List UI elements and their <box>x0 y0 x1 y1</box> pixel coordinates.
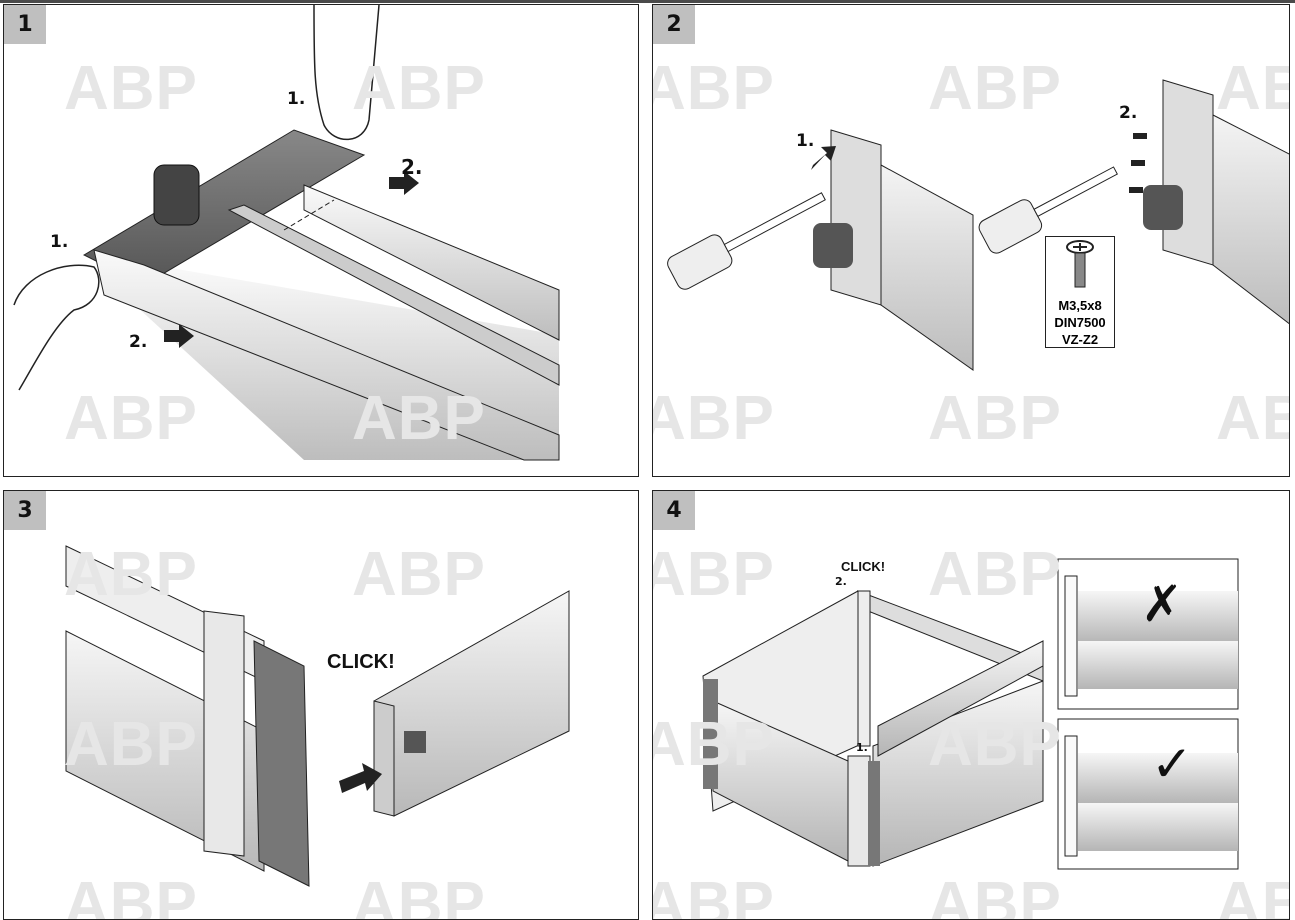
step-label: 2. <box>835 575 847 588</box>
top-bar <box>0 0 1295 3</box>
step-label: 1. <box>287 89 306 109</box>
step-1-panel: 1 ABP ABP ABP ABP 1. 2. 1. 2. <box>3 4 639 477</box>
watermark-logo: ABP <box>64 384 198 453</box>
step-label: 2. <box>401 155 423 179</box>
watermark-logo: ABP <box>652 540 775 609</box>
watermark-logo: ABP <box>64 870 198 920</box>
watermark-logo: ABP <box>1216 870 1289 920</box>
step-number: 1 <box>4 5 46 44</box>
watermark-logo: ABP <box>928 870 1062 920</box>
step-label: 1. <box>50 232 69 252</box>
step-label: 1. <box>796 131 815 151</box>
watermark-logo: ABP <box>64 710 198 779</box>
correct-mark: ✓ <box>1151 735 1193 793</box>
screw-size: M3,5x8 <box>1058 298 1102 313</box>
step-number: 3 <box>4 491 46 530</box>
click-annotation: CLICK! <box>841 559 886 574</box>
watermark-logo: ABP <box>352 54 486 123</box>
watermark-logo: ABP <box>1216 54 1289 123</box>
watermark-logo: ABP <box>928 54 1062 123</box>
wrong-mark: ✗ <box>1141 575 1183 633</box>
step-label: 2. <box>1119 103 1138 123</box>
watermark-logo: ABP <box>352 384 486 453</box>
watermark-logo: ABP <box>64 540 198 609</box>
drawer-box-assembly-illustration <box>702 558 1239 870</box>
watermark-logo: ABP <box>652 384 775 453</box>
screw-standard: DIN7500 <box>1054 315 1106 330</box>
watermark-logo: ABP <box>352 540 486 609</box>
screw-spec-box: M3,5x8 DIN7500 VZ-Z2 <box>1045 236 1115 348</box>
step-4-panel: 4 ABP ABP ABP ABP ABP ABP ABP CLICK! 2. … <box>652 490 1290 920</box>
drawer-runner-illustration <box>13 5 560 461</box>
screwdriver-mounting-illustration <box>667 79 1289 371</box>
step-label: 2. <box>129 332 148 352</box>
watermark-logo: ABP <box>652 710 775 779</box>
watermark-logo: ABP <box>652 54 775 123</box>
screw-icon <box>1066 240 1094 288</box>
screw-finish: VZ-Z2 <box>1061 332 1099 347</box>
watermark-logo: ABP <box>64 54 198 123</box>
step-number: 4 <box>653 491 695 530</box>
watermark-logo: ABP <box>352 870 486 920</box>
step-number: 2 <box>653 5 695 44</box>
click-annotation: CLICK! <box>327 651 395 673</box>
step-2-panel: 2 ABP ABP ABP ABP ABP ABP 1. 2. M3,5x8 D… <box>652 4 1290 477</box>
step-3-panel: 3 ABP ABP ABP ABP ABP CLICK! <box>3 490 639 920</box>
watermark-logo: ABP <box>1216 384 1289 453</box>
watermark-logo: ABP <box>652 870 775 920</box>
front-panel-click-illustration <box>65 545 570 887</box>
watermark-logo: ABP <box>928 540 1062 609</box>
watermark-logo: ABP <box>928 384 1062 453</box>
watermark-logo: ABP <box>928 710 1062 779</box>
step-label: 1. <box>856 741 868 754</box>
